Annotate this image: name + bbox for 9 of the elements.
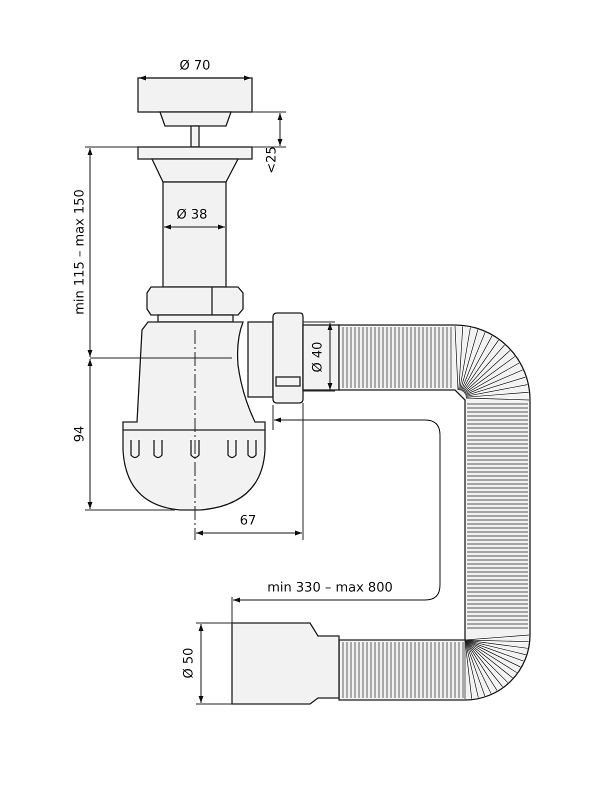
dimension-label: min 115 – max 150 xyxy=(72,189,88,315)
dimension-label: 67 xyxy=(240,514,256,528)
dimension-label: 94 xyxy=(72,426,88,442)
dimension-label: Ø 50 xyxy=(182,648,196,678)
dimension-label: min 330 – max 800 xyxy=(267,580,393,596)
dimension-label: <25 xyxy=(264,146,280,174)
dimension-label: Ø 70 xyxy=(180,58,210,74)
dimension-label: Ø 40 xyxy=(310,342,326,372)
dimension-label: Ø 38 xyxy=(176,208,208,222)
